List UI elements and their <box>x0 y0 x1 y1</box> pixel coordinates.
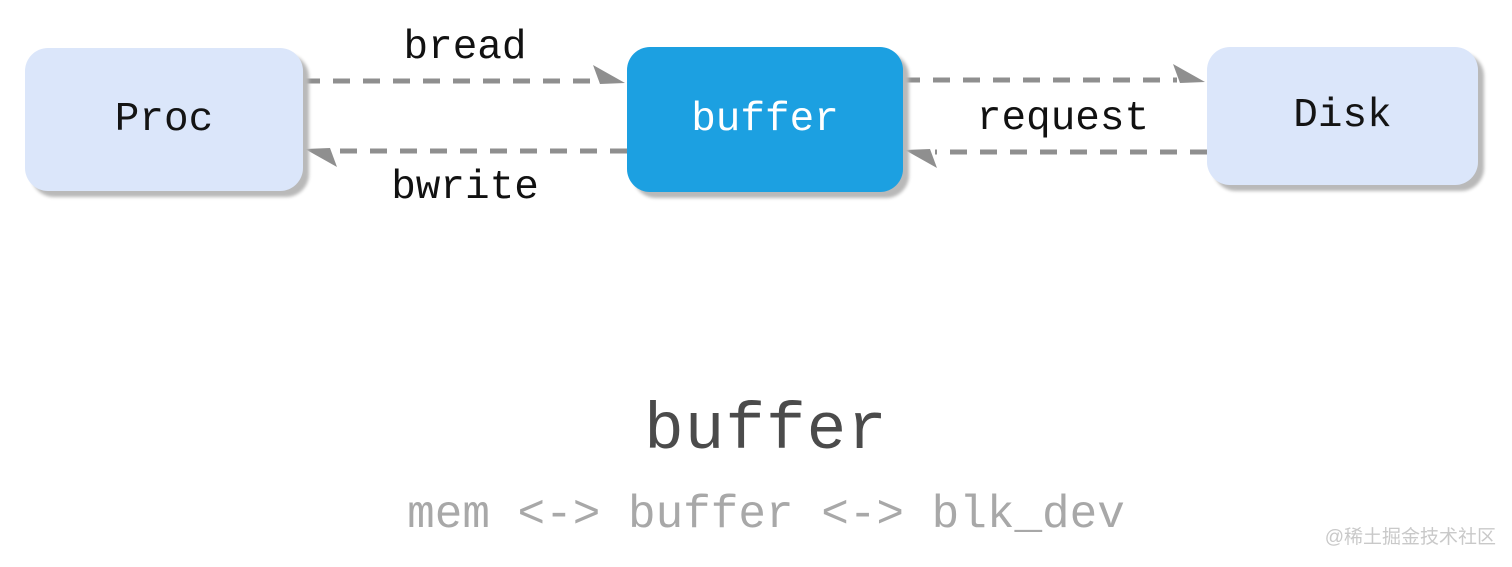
arrowhead-left-icon <box>905 149 937 168</box>
arrow-buffer-to-disk <box>903 64 1205 83</box>
node-buffer-label: buffer <box>691 96 839 143</box>
arrowhead-right-icon <box>1173 64 1205 83</box>
arrowhead-left-icon <box>305 148 337 167</box>
node-disk-label: Disk <box>1293 93 1392 139</box>
arrow-proc-to-buffer <box>303 65 625 84</box>
arrowhead-right-icon <box>593 65 625 84</box>
node-disk: Disk <box>1207 47 1478 185</box>
edge-label-request: request <box>976 96 1150 142</box>
edge-label-bread: bread <box>403 25 527 71</box>
caption-block: buffer mem <-> buffer <-> blk_dev <box>10 393 1512 541</box>
node-buffer: buffer <box>627 47 903 192</box>
edge-label-bwrite: bwrite <box>391 165 539 211</box>
diagram-subtitle: mem <-> buffer <-> blk_dev <box>407 489 1125 541</box>
diagram-title: buffer <box>644 393 888 468</box>
arrows-layer <box>303 64 1207 168</box>
watermark: @稀土掘金技术社区 <box>1324 527 1496 548</box>
arrow-disk-to-buffer <box>905 149 1207 168</box>
node-proc-label: Proc <box>114 96 214 143</box>
node-proc: Proc <box>25 48 303 191</box>
arrow-buffer-to-proc <box>305 148 627 167</box>
